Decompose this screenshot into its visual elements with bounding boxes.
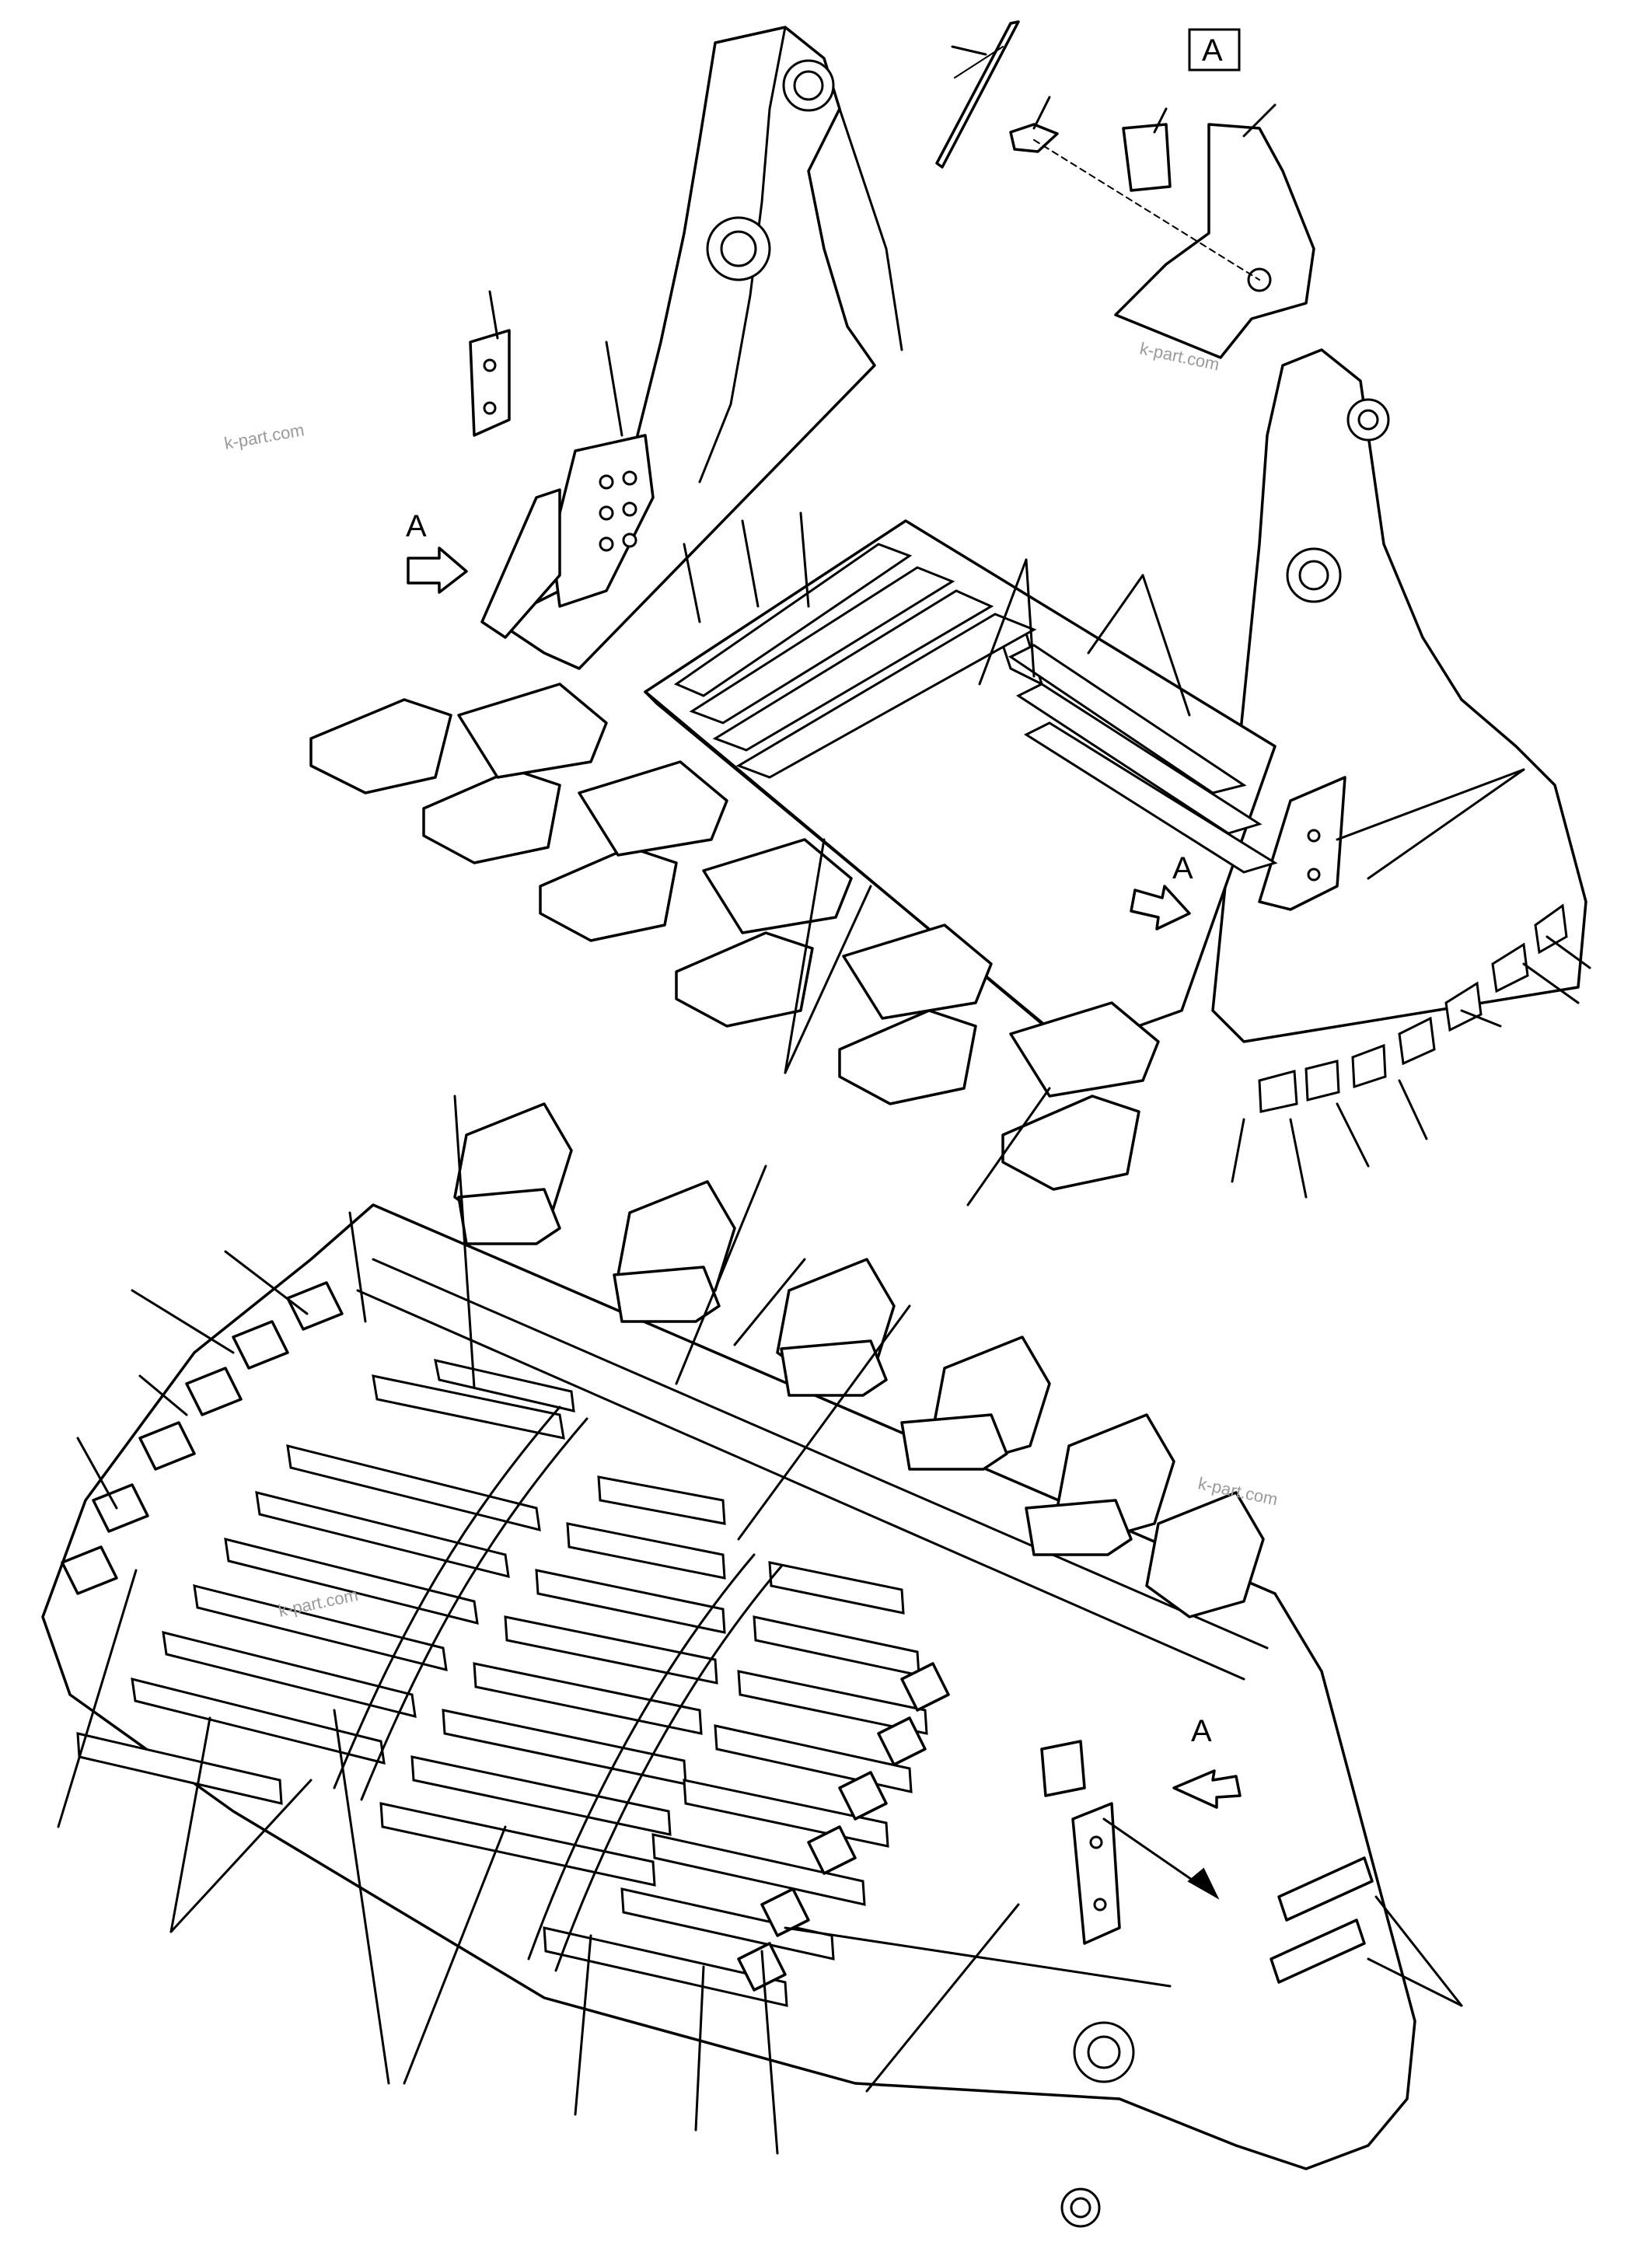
tooth-2 bbox=[422, 768, 561, 864]
detail-adapter-shroud bbox=[1114, 123, 1315, 359]
top-lip-shrouds bbox=[1258, 903, 1568, 1113]
insert-block-1 bbox=[1277, 1856, 1374, 1922]
floor-liners bbox=[673, 543, 1278, 874]
bottom-wear-liners bbox=[76, 1359, 928, 2007]
rib-left bbox=[333, 1405, 561, 1789]
detail-a-box bbox=[1188, 28, 1241, 72]
detail-pin bbox=[1009, 123, 1059, 153]
view-arrow-bottom-label: A bbox=[1191, 1714, 1212, 1748]
view-arrow-left bbox=[407, 546, 468, 594]
detail-retainer bbox=[1122, 123, 1172, 192]
top-bucket-group: A A k-part.com bbox=[223, 26, 1591, 1206]
left-side-wear bbox=[480, 488, 561, 639]
side-plate-small bbox=[469, 329, 511, 437]
top-tooth-row bbox=[309, 683, 1160, 1191]
detail-wear-strip bbox=[935, 20, 1020, 169]
tooth-5 bbox=[838, 1009, 977, 1105]
tooth-3 bbox=[539, 846, 678, 942]
b-bolt-group bbox=[1040, 1740, 1086, 1797]
tooth-6 bbox=[1001, 1095, 1140, 1191]
view-arrow-right bbox=[1130, 885, 1191, 930]
detail-a-group: A k-part.com bbox=[935, 20, 1315, 374]
tooth-4 bbox=[675, 931, 814, 1028]
view-arrow-bottom bbox=[1172, 1769, 1242, 1809]
bottom-tooth-row bbox=[453, 1102, 1265, 1618]
b-side-cutter bbox=[1071, 1802, 1121, 1945]
top-leader-lines bbox=[488, 290, 1591, 1206]
b-adapter-6 bbox=[1145, 1491, 1265, 1618]
bottom-leader-lines bbox=[57, 1095, 1172, 2155]
detail-a-label: A bbox=[1202, 33, 1223, 68]
left-side-plate bbox=[496, 26, 876, 670]
bottom-lip-shrouds bbox=[61, 1281, 344, 1595]
bottom-right-shrouds bbox=[737, 1662, 950, 1992]
bottom-bucket-group: A k-part.com k-part.com bbox=[41, 1095, 1463, 2228]
view-arrow-right-label: A bbox=[1172, 851, 1193, 885]
view-arrow-left-label: A bbox=[406, 509, 427, 543]
watermark-2: k-part.com bbox=[223, 420, 306, 453]
tooth-1 bbox=[309, 698, 452, 794]
right-side-plate bbox=[1211, 348, 1587, 1043]
rib-right bbox=[527, 1553, 756, 1960]
right-side-cutter bbox=[1258, 776, 1346, 911]
bottom-bucket-body bbox=[41, 1203, 1416, 2170]
insert-block-2 bbox=[1270, 1919, 1366, 1984]
